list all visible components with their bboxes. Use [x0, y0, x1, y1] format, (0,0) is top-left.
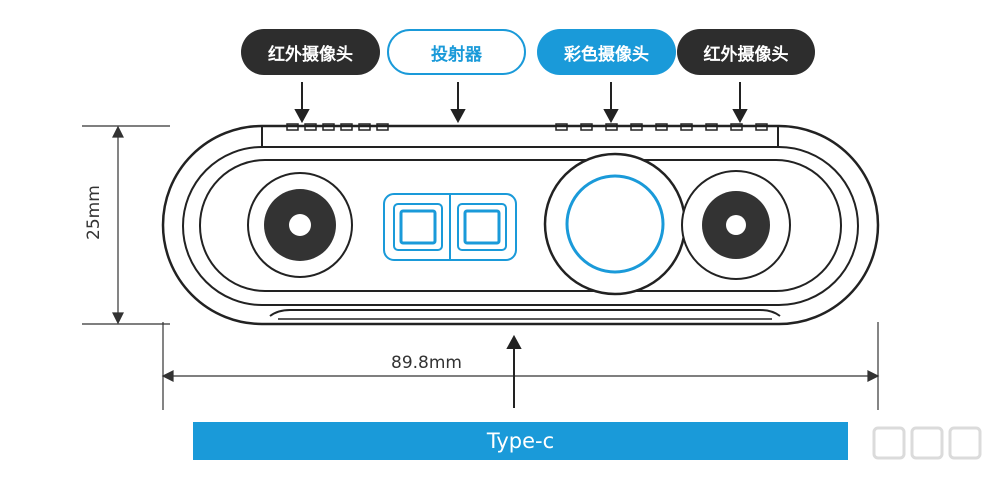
ir-camera-right [681, 170, 791, 280]
projector-label: 投射器 [387, 29, 526, 75]
callout-arrows [294, 82, 748, 124]
color-camera [543, 152, 687, 296]
watermark-logo [872, 426, 982, 460]
ir-camera-left-label: 红外摄像头 [241, 29, 380, 75]
vent-slots [286, 123, 768, 131]
width-dimension-label: 89.8mm [391, 353, 462, 373]
ir-camera-left [247, 172, 353, 278]
height-dimension-label: 25mm [84, 185, 104, 240]
color-camera-label: 彩色摄像头 [537, 29, 676, 75]
typec-arrow [506, 334, 522, 408]
ir-camera-right-label: 红外摄像头 [677, 29, 815, 75]
typec-port-label: Type-c [193, 422, 848, 460]
device-body [161, 124, 880, 326]
projector [383, 193, 517, 261]
width-dimension [161, 322, 880, 410]
height-dimension [82, 125, 170, 325]
